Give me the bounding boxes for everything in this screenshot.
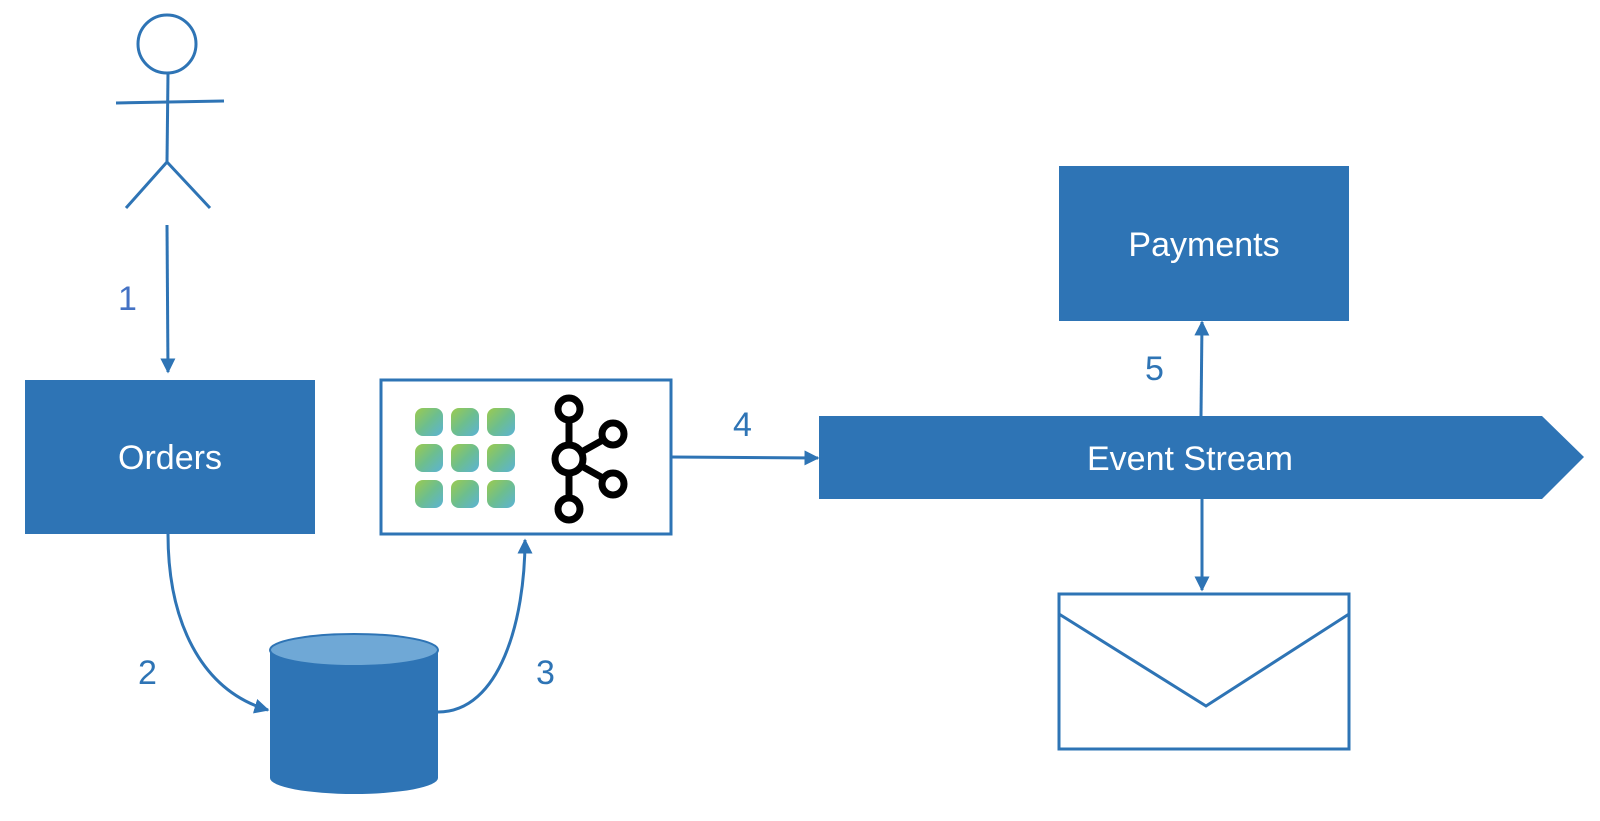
actor-arms <box>115 99 225 105</box>
orders-service-box: Orders <box>25 380 315 534</box>
arrow-actor-to-orders <box>160 224 176 374</box>
arrow-event-stream-to-payments <box>1194 320 1210 417</box>
orders-label: Orders <box>118 439 222 477</box>
step-5-label: 5 <box>1145 350 1164 388</box>
debezium-logo-icon <box>415 408 515 508</box>
connector-box <box>379 378 673 536</box>
step-2-label: 2 <box>138 654 157 692</box>
step-4-label: 4 <box>733 406 752 444</box>
payments-label: Payments <box>1128 226 1279 264</box>
event-stream-label: Event Stream <box>1087 440 1293 478</box>
envelope-icon <box>1057 592 1351 751</box>
actor-head <box>136 13 198 75</box>
actor-left-leg <box>124 161 169 209</box>
arrow-connector-to-event-stream <box>670 450 820 466</box>
arrow-orders-to-database <box>166 533 270 714</box>
step-1-label: 1 <box>118 280 137 318</box>
event-stream-banner: Event Stream <box>819 416 1584 499</box>
arrow-database-to-connector <box>437 538 533 714</box>
actor-body <box>165 72 170 163</box>
user-actor-icon <box>115 13 225 210</box>
actor-right-leg <box>165 160 212 210</box>
payments-service-box: Payments <box>1059 166 1349 321</box>
step-3-label: 3 <box>536 654 555 692</box>
database-cylinder-icon <box>269 633 439 794</box>
kafka-logo-icon <box>551 394 628 524</box>
